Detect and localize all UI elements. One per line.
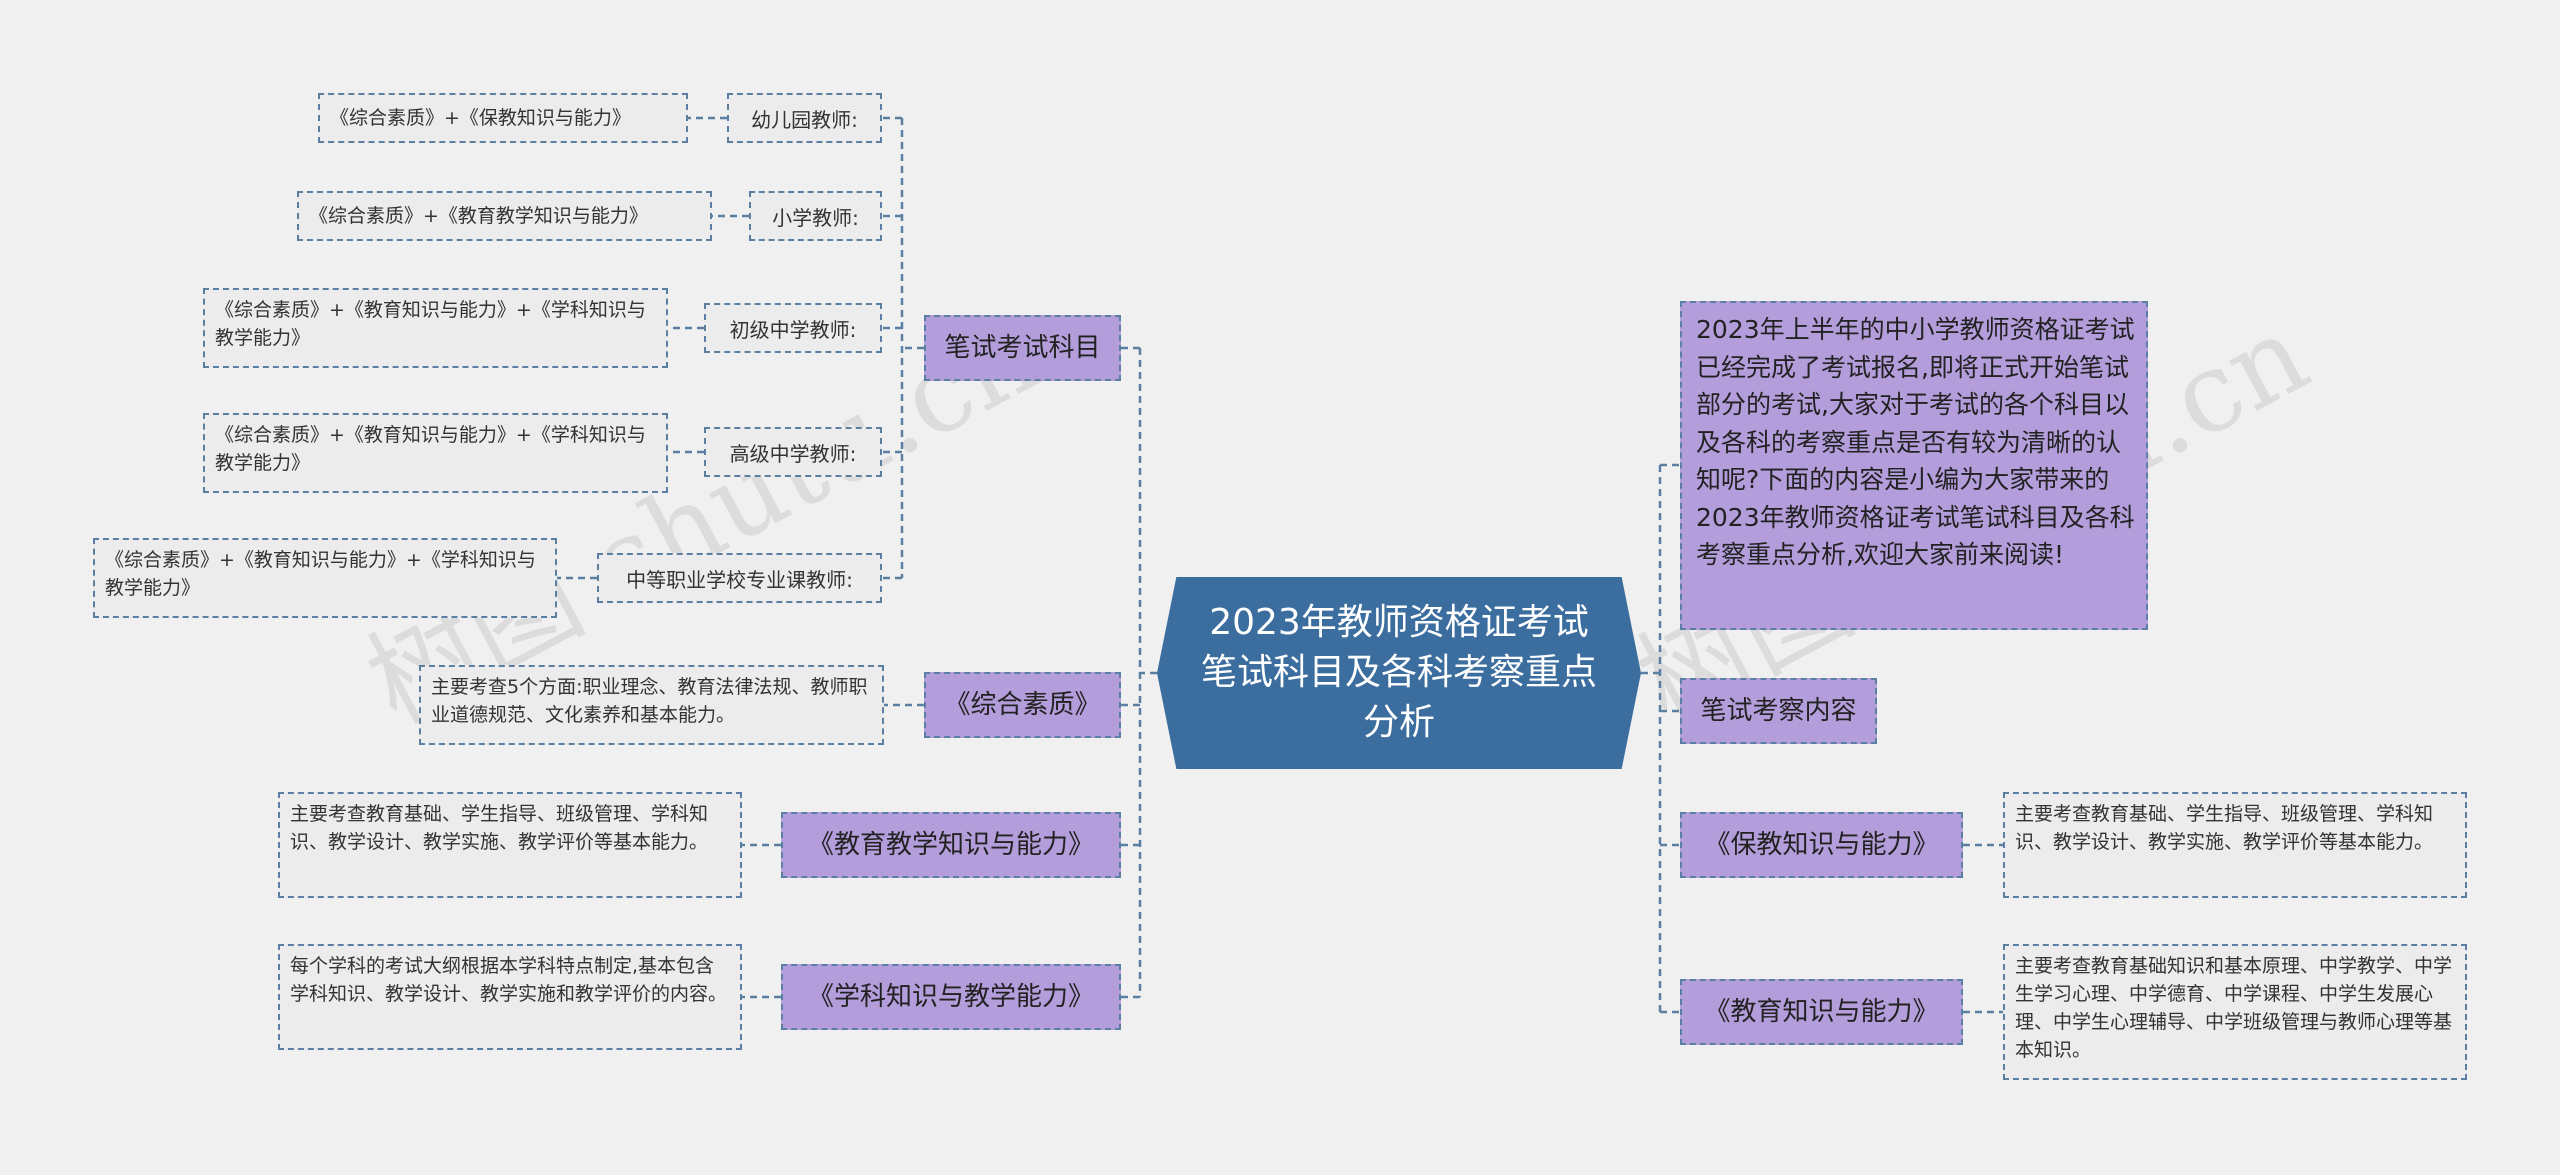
detail-xueke-zhishi[interactable]: 每个学科的考试大纲根据本学科特点制定,基本包含学科知识、教学设计、教学实施和教学… <box>278 944 742 1050</box>
branch-baojiao-zhishi[interactable]: 《保教知识与能力》 <box>1680 812 1963 878</box>
branch-jiaoyu-zhishi[interactable]: 《教育知识与能力》 <box>1680 979 1963 1045</box>
detail-jiaoyu-zhishi[interactable]: 主要考查教育基础知识和基本原理、中学教学、中学生学习心理、中学德育、中学课程、中… <box>2003 944 2467 1080</box>
branch-xueke-zhishi[interactable]: 《学科知识与教学能力》 <box>781 964 1121 1030</box>
label-kindergarten-teacher[interactable]: 幼儿园教师: <box>727 93 882 143</box>
branch-exam-content[interactable]: 笔试考察内容 <box>1680 678 1877 744</box>
branch-zonghe-suzhi[interactable]: 《综合素质》 <box>924 672 1121 738</box>
branch-jiaoyu-jiaoxue[interactable]: 《教育教学知识与能力》 <box>781 812 1121 878</box>
label-junior-high-teacher[interactable]: 初级中学教师: <box>704 303 882 353</box>
detail-senior-high-subjects[interactable]: 《综合素质》+《教育知识与能力》+《学科知识与教学能力》 <box>203 413 668 493</box>
detail-primary-subjects[interactable]: 《综合素质》+《教育教学知识与能力》 <box>297 191 712 241</box>
detail-zonghe-suzhi[interactable]: 主要考查5个方面:职业理念、教育法律法规、教师职业道德规范、文化素养和基本能力。 <box>419 665 884 745</box>
detail-kindergarten-subjects[interactable]: 《综合素质》+《保教知识与能力》 <box>318 93 688 143</box>
intro-summary[interactable]: 2023年上半年的中小学教师资格证考试已经完成了考试报名,即将正式开始笔试部分的… <box>1680 301 2148 630</box>
detail-vocational-subjects[interactable]: 《综合素质》+《教育知识与能力》+《学科知识与教学能力》 <box>93 538 557 618</box>
label-primary-teacher[interactable]: 小学教师: <box>749 191 882 241</box>
central-topic[interactable]: 2023年教师资格证考试笔试科目及各科考察重点分析 <box>1157 577 1641 769</box>
detail-baojiao-zhishi[interactable]: 主要考查教育基础、学生指导、班级管理、学科知识、教学设计、教学实施、教学评价等基… <box>2003 792 2467 898</box>
detail-junior-high-subjects[interactable]: 《综合素质》+《教育知识与能力》+《学科知识与教学能力》 <box>203 288 668 368</box>
detail-jiaoyu-jiaoxue[interactable]: 主要考查教育基础、学生指导、班级管理、学科知识、教学设计、教学实施、教学评价等基… <box>278 792 742 898</box>
label-senior-high-teacher[interactable]: 高级中学教师: <box>704 427 882 477</box>
branch-written-subjects[interactable]: 笔试考试科目 <box>924 315 1121 381</box>
label-vocational-teacher[interactable]: 中等职业学校专业课教师: <box>597 553 882 603</box>
